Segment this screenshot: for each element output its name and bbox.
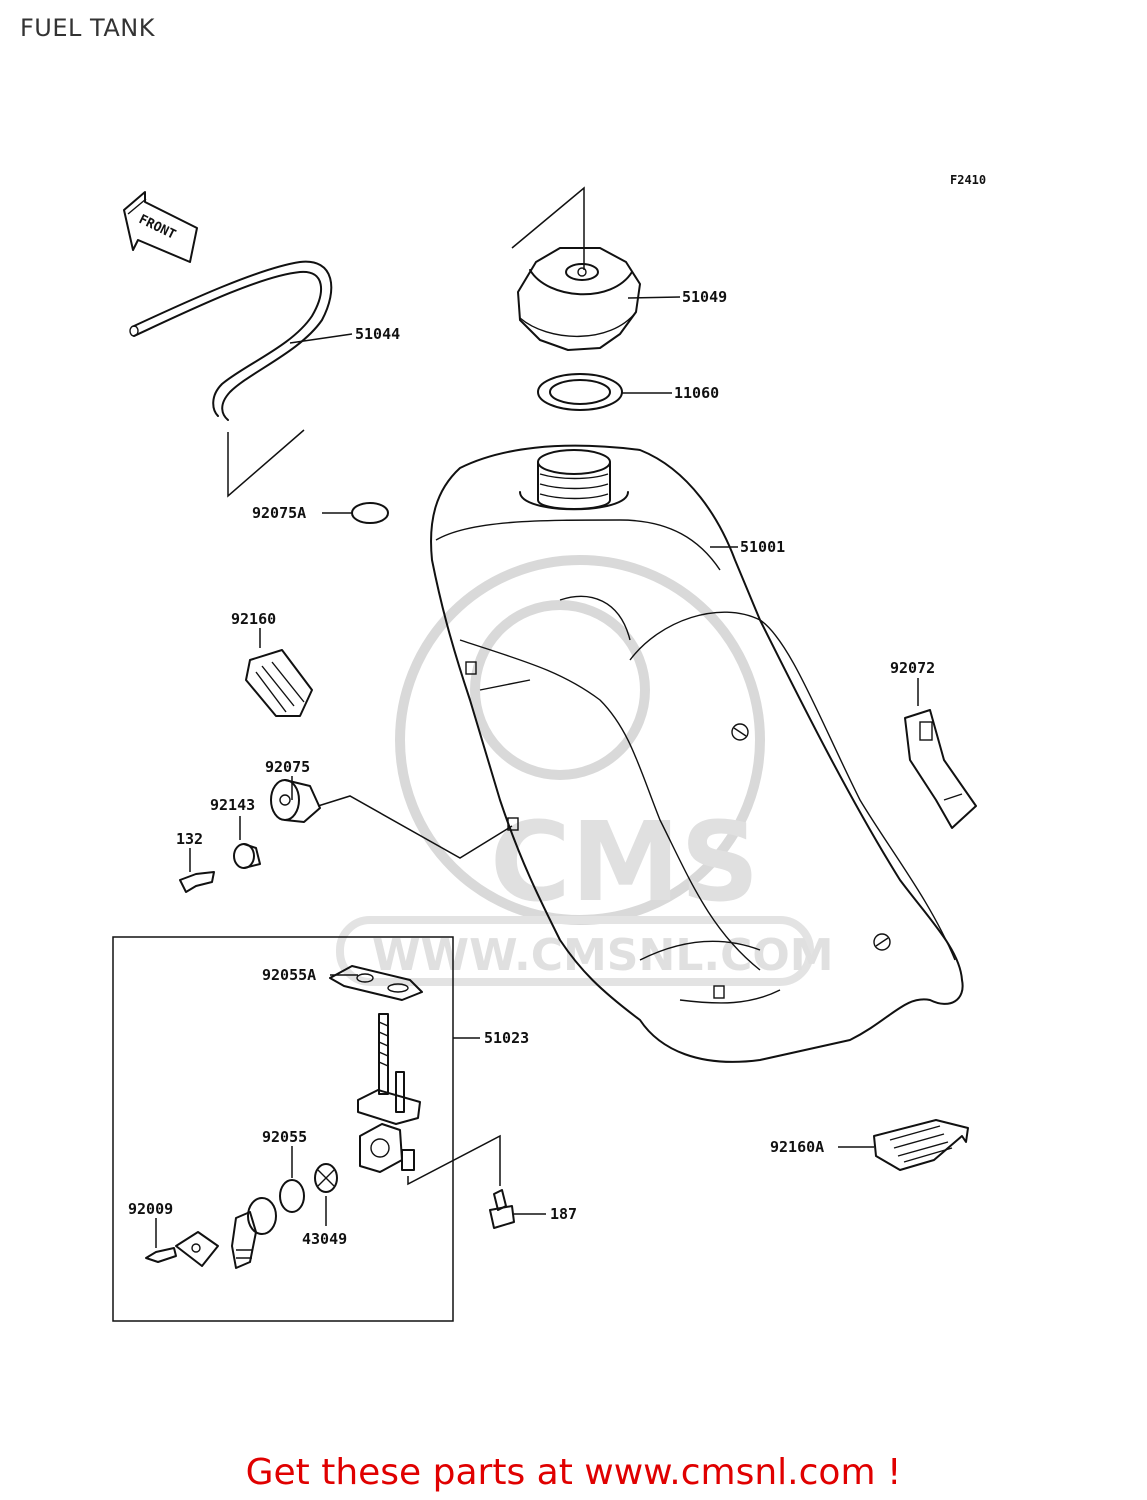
tap-lever — [231, 1197, 277, 1269]
label-51001: 51001 — [740, 538, 785, 556]
label-43049: 43049 — [302, 1230, 347, 1248]
fuel-tank — [430, 444, 964, 1063]
filter-screen — [314, 1163, 338, 1226]
figure-code: F2410 — [950, 173, 986, 187]
rubber-cap — [322, 502, 389, 524]
damper-pad — [245, 628, 313, 717]
grommet — [270, 776, 513, 859]
fuel-tap-box — [112, 936, 454, 1322]
label-187: 187 — [550, 1205, 577, 1223]
rubber-strap — [904, 678, 977, 829]
screw-and-plate — [145, 1218, 219, 1267]
front-label: FRONT — [136, 212, 178, 243]
front-arrow-icon: FRONT — [123, 191, 198, 263]
label-92055: 92055 — [262, 1128, 307, 1146]
label-92072: 92072 — [890, 659, 935, 677]
label-92160: 92160 — [231, 610, 276, 628]
bolt-132 — [179, 848, 215, 893]
bolt-187 — [489, 1189, 546, 1229]
label-92055a: 92055A — [262, 966, 316, 984]
label-92009: 92009 — [128, 1200, 173, 1218]
label-51044: 51044 — [355, 325, 400, 343]
label-92160a: 92160A — [770, 1138, 824, 1156]
label-51049: 51049 — [682, 288, 727, 306]
cap-gasket — [537, 373, 672, 411]
label-51023: 51023 — [484, 1029, 529, 1047]
label-92075: 92075 — [265, 758, 310, 776]
label-92075a: 92075A — [252, 504, 306, 522]
o-ring — [279, 1146, 305, 1213]
breather-hose — [129, 260, 353, 498]
page-title: FUEL TANK — [20, 14, 155, 42]
fuel-tap — [357, 1013, 501, 1186]
label-11060: 11060 — [674, 384, 719, 402]
collar — [233, 816, 261, 869]
fuel-cap — [511, 186, 681, 351]
label-92143: 92143 — [210, 796, 255, 814]
watermark: CMS WWW.CMSNL.COM — [336, 555, 834, 986]
tap-gasket — [329, 965, 423, 1001]
watermark-url: WWW.CMSNL.COM — [372, 930, 834, 981]
footer-cta[interactable]: Get these parts at www.cmsnl.com ! — [245, 1452, 902, 1493]
label-132: 132 — [176, 830, 203, 848]
rubber-pad — [838, 1119, 969, 1171]
watermark-brand: CMS — [490, 798, 759, 926]
